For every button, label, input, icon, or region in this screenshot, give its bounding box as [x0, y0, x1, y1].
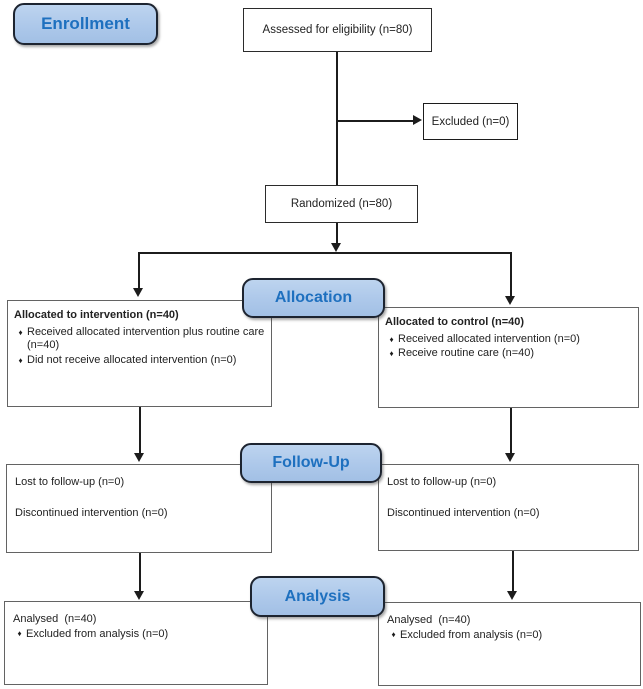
analysis-badge-label: Analysis — [284, 587, 351, 605]
diamond-bullet-icon: ♦ — [17, 629, 22, 638]
randomized-label: Randomized (n=80) — [290, 198, 393, 210]
followup-control-line-2: Discontinued intervention (n=0) — [387, 507, 540, 519]
bullet-item: ♦ Receive routine care (n=40) — [385, 347, 634, 361]
bullet-item: ♦ Excluded from analysis (n=0) — [387, 628, 636, 642]
line-to-excluded — [337, 120, 414, 122]
line-assessed-to-randomized — [336, 52, 338, 185]
excluded-label: Excluded (n=0) — [431, 115, 510, 128]
arrowhead-analysis-right-icon — [507, 591, 517, 600]
followup-badge: Follow-Up — [240, 443, 382, 483]
line-randomized-to-branch — [336, 223, 338, 244]
arrowhead-followup-right-icon — [505, 453, 515, 462]
assessed-eligibility-label: Assessed for eligibility (n=80) — [262, 24, 413, 36]
followup-control-line-1: Lost to follow-up (n=0) — [387, 476, 497, 488]
allocation-intervention-bullet-2: Did not receive allocated intervention (… — [27, 353, 237, 366]
diamond-bullet-icon: ♦ — [389, 349, 394, 358]
allocation-badge-label: Allocation — [274, 289, 353, 306]
diamond-bullet-icon: ♦ — [389, 334, 394, 344]
followup-intervention-line-2: Discontinued intervention (n=0) — [15, 507, 168, 519]
branch-horizontal-line — [138, 252, 512, 254]
line-branch-to-intervention — [138, 252, 140, 289]
diamond-bullet-icon: ♦ — [18, 327, 23, 337]
line-intervention-to-followup — [139, 407, 141, 454]
followup-intervention-line-1: Lost to follow-up (n=0) — [15, 476, 125, 488]
allocation-control-bullet-1: Received allocated intervention (n=0) — [398, 332, 580, 345]
line-branch-to-control — [510, 252, 512, 297]
arrowhead-analysis-left-icon — [134, 591, 144, 600]
arrowhead-intervention-icon — [133, 288, 143, 297]
bullet-item: ♦ Did not receive allocated intervention… — [14, 354, 267, 368]
bullet-item: ♦ Excluded from analysis (n=0) — [13, 627, 263, 641]
allocation-intervention-title: Allocated to intervention (n=40) — [14, 309, 179, 321]
analysis-control-line: Analysed (n=40) — [387, 614, 471, 626]
line-followup-to-analysis-left — [139, 553, 141, 592]
followup-intervention-box: Lost to follow-up (n=0) Discontinued int… — [6, 464, 272, 553]
allocation-badge: Allocation — [242, 278, 385, 318]
arrowhead-excluded-icon — [413, 115, 422, 125]
bullet-item: ♦ Received allocated intervention plus r… — [14, 326, 267, 353]
allocation-control-box: Allocated to control (n=40) ♦ Received a… — [378, 307, 639, 408]
diamond-bullet-icon: ♦ — [391, 630, 396, 639]
arrowhead-followup-left-icon — [134, 453, 144, 462]
allocation-intervention-box: Allocated to intervention (n=40) ♦ Recei… — [7, 300, 272, 407]
arrowhead-control-icon — [505, 296, 515, 305]
analysis-control-box: Analysed (n=40) ♦ Excluded from analysis… — [378, 602, 641, 686]
arrowhead-branch-icon — [331, 243, 341, 252]
analysis-control-bullet-1: Excluded from analysis (n=0) — [400, 629, 543, 641]
allocation-control-title: Allocated to control (n=40) — [385, 316, 525, 328]
bullet-item: ♦ Received allocated intervention (n=0) — [385, 333, 634, 347]
followup-badge-label: Follow-Up — [272, 454, 350, 471]
enrollment-badge: Enrollment — [13, 3, 158, 45]
randomized-box: Randomized (n=80) — [265, 185, 418, 223]
allocation-control-bullet-2: Receive routine care (n=40) — [398, 347, 535, 359]
line-control-to-followup — [510, 408, 512, 454]
allocation-intervention-bullet-1: Received allocated intervention plus rou… — [27, 325, 265, 352]
analysis-badge: Analysis — [250, 576, 385, 617]
assessed-eligibility-box: Assessed for eligibility (n=80) — [243, 8, 432, 52]
line-followup-to-analysis-right — [512, 551, 514, 592]
diamond-bullet-icon: ♦ — [18, 355, 23, 365]
analysis-intervention-box: Analysed (n=40) ♦ Excluded from analysis… — [4, 601, 268, 685]
analysis-intervention-line: Analysed (n=40) — [13, 613, 97, 625]
enrollment-badge-label: Enrollment — [41, 14, 130, 33]
analysis-intervention-bullet-1: Excluded from analysis (n=0) — [26, 628, 169, 640]
excluded-box: Excluded (n=0) — [423, 103, 518, 140]
followup-control-box: Lost to follow-up (n=0) Discontinued int… — [378, 464, 639, 551]
